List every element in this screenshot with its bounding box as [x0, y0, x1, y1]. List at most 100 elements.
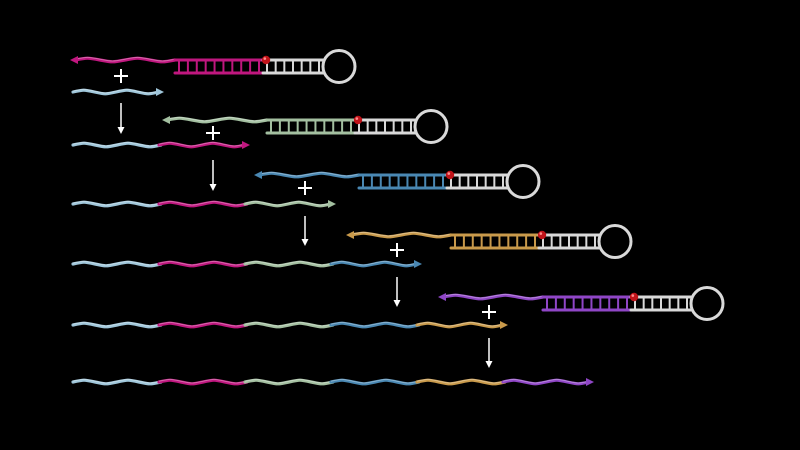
- down-arrow-head: [301, 239, 309, 246]
- product-row-4-segment-2-line: [157, 321, 249, 329]
- product-row-4-segment-5-shine: [416, 321, 504, 327]
- product-row-5-segment-5-shine: [416, 378, 506, 384]
- hairpin-oligo-2: [162, 109, 449, 144]
- junction-dot-2: [353, 115, 363, 125]
- product-row-3-segment-1: [71, 260, 163, 268]
- overhang-strand-5: [438, 293, 545, 301]
- product-row-2-segment-3: [243, 200, 336, 208]
- overhang-strand-3-line: [257, 171, 361, 179]
- colored-duplex-3: [357, 173, 449, 190]
- product-row-3-segment-4-arrowhead: [414, 260, 422, 268]
- product-row-5-segment-6-arrowhead: [586, 378, 594, 386]
- plus-sign-5: [482, 305, 496, 319]
- overhang-strand-4-arrowhead: [346, 231, 354, 239]
- product-row-3-segment-3: [243, 260, 335, 268]
- colored-duplex-4: [449, 233, 541, 250]
- hairpin-oligo-3: [254, 164, 541, 199]
- product-row-4-segment-3-line: [243, 321, 335, 329]
- product-row-4-segment-2-shine: [158, 321, 248, 327]
- junction-dot-highlight-1: [263, 57, 267, 60]
- product-row-5-segment-2-line: [157, 378, 249, 386]
- colored-duplex-1: [173, 58, 265, 75]
- product-row-3-segment-4-shine: [330, 260, 418, 266]
- product-row-1-segment-1-shine: [72, 141, 162, 147]
- junction-dot-4: [537, 230, 547, 240]
- product-row-5-segment-2: [157, 378, 249, 386]
- overhang-strand-5-line: [441, 293, 545, 301]
- product-row-3-segment-4-line: [329, 260, 419, 268]
- product-row-2-segment-2: [157, 200, 249, 208]
- product-row-5-segment-5-line: [415, 378, 507, 386]
- hairpin-loop-2: [413, 109, 449, 144]
- product-row-4-segment-5-arrowhead: [500, 321, 508, 329]
- product-row-3-segment-2: [157, 260, 249, 268]
- overhang-strand-2-line: [165, 116, 269, 124]
- product-row-3-segment-2-line: [157, 260, 249, 268]
- product-row-2-segment-1-line: [71, 200, 163, 208]
- product-row-4-segment-4: [329, 321, 421, 329]
- product-row-5-segment-1-line: [71, 378, 163, 386]
- product-row-4-segment-5: [415, 321, 508, 329]
- down-arrow-3: [301, 216, 309, 246]
- down-arrow-1: [117, 103, 125, 134]
- incoming-strand-1-shine: [72, 88, 160, 94]
- down-arrow-head: [117, 127, 125, 134]
- product-row-5-segment-4-line: [329, 378, 421, 386]
- product-row-4-segment-4-line: [329, 321, 421, 329]
- hairpin-loop-1: [321, 49, 357, 84]
- plus-sign-3: [298, 181, 312, 195]
- product-row-4-segment-4-shine: [330, 321, 420, 327]
- overhang-strand-2-arrowhead: [162, 116, 170, 124]
- overhang-strand-3-arrowhead: [254, 171, 262, 179]
- product-row-1-segment-2-line: [157, 141, 247, 149]
- product-row-5-segment-6-shine: [502, 378, 590, 384]
- overhang-strand-4-shine: [350, 231, 452, 237]
- product-row-2-segment-2-line: [157, 200, 249, 208]
- colored-duplex-5: [541, 295, 633, 312]
- product-row-5-segment-1: [71, 378, 163, 386]
- product-row-5-segment-6: [501, 378, 594, 386]
- hairpin-loop-5: [689, 286, 725, 321]
- overhang-strand-1: [70, 56, 177, 64]
- product-row-2-segment-1: [71, 200, 163, 208]
- hairpin-loop-3: [505, 164, 541, 199]
- hairpin-oligo-1: [70, 49, 357, 84]
- product-row-3-segment-3-line: [243, 260, 335, 268]
- overhang-strand-4: [346, 231, 453, 239]
- product-row-5-segment-5: [415, 378, 507, 386]
- incoming-strand-1-line: [71, 88, 161, 96]
- incoming-strand-1: [71, 88, 164, 96]
- diagram-layer: [70, 49, 725, 386]
- down-arrow-head: [485, 361, 493, 368]
- product-row-5-segment-3: [243, 378, 335, 386]
- product-row-3-segment-3-shine: [244, 260, 334, 266]
- product-row-4-segment-2: [157, 321, 249, 329]
- junction-dot-highlight-3: [447, 172, 451, 175]
- product-row-2-segment-3-arrowhead: [328, 200, 336, 208]
- product-row-2-segment-1-shine: [72, 200, 162, 206]
- product-row-2-segment-2-shine: [158, 200, 248, 206]
- product-row-1-segment-1-line: [71, 141, 163, 149]
- product-row-5-segment-4-shine: [330, 378, 420, 384]
- overhang-strand-1-line: [73, 56, 177, 64]
- product-row-3-segment-2-shine: [158, 260, 248, 266]
- product-row-1-segment-1: [71, 141, 163, 149]
- overhang-strand-3: [254, 171, 361, 179]
- junction-dot-highlight-2: [355, 117, 359, 120]
- junction-dot-highlight-4: [539, 232, 543, 235]
- plus-sign-4: [390, 243, 404, 257]
- white-duplex-2: [353, 118, 417, 135]
- product-row-2-segment-3-line: [243, 200, 333, 208]
- product-row-5-segment-6-line: [501, 378, 591, 386]
- hairpin-oligo-4: [346, 224, 633, 259]
- down-arrow-5: [485, 338, 493, 368]
- down-arrow-head: [209, 184, 217, 191]
- overhang-strand-1-shine: [74, 56, 176, 62]
- product-row-5-segment-4: [329, 378, 421, 386]
- product-row-3-segment-1-line: [71, 260, 163, 268]
- product-row-1-segment-2-arrowhead: [242, 141, 250, 149]
- product-row-1-segment-2-shine: [158, 141, 246, 147]
- down-arrow-head: [393, 300, 401, 307]
